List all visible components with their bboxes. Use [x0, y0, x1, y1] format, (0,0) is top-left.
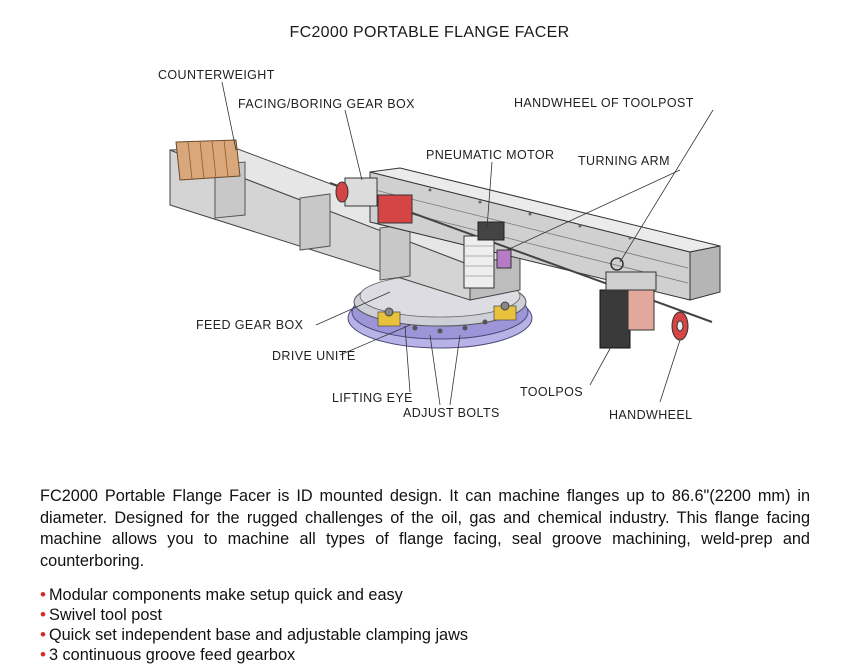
label-facing-gear-box: FACING/BORING GEAR BOX: [238, 97, 415, 111]
label-drive-unite: DRIVE UNITE: [272, 349, 356, 363]
pneumatic-motor: [463, 221, 512, 289]
label-counterweight: COUNTERWEIGHT: [158, 68, 275, 82]
list-item: •Modular components make setup quick and…: [40, 585, 403, 604]
label-turning-arm: TURNING ARM: [578, 154, 670, 168]
label-handwheel-toolpost: HANDWHEEL OF TOOLPOST: [514, 96, 694, 110]
leader-lines: [221, 81, 714, 406]
label-feed-gear-box: FEED GEAR BOX: [196, 318, 304, 332]
product-description: FC2000 Portable Flange Facer is ID mount…: [40, 487, 810, 570]
bullet-icon: •: [40, 605, 46, 624]
facing-gear-box: [335, 177, 413, 224]
page-title: FC2000 PORTABLE FLANGE FACER: [289, 24, 570, 41]
feature-list: •Modular components make setup quick and…: [40, 585, 468, 665]
bullet-icon: •: [40, 645, 46, 664]
tool-post: [599, 257, 689, 349]
label-handwheel: HANDWHEEL: [609, 408, 693, 422]
machine-illustration: [169, 81, 721, 406]
label-pneumatic-motor: PNEUMATIC MOTOR: [426, 148, 555, 162]
bullet-icon: •: [40, 585, 46, 604]
list-item: •3 continuous groove feed gearbox: [40, 645, 296, 664]
label-adjust-bolts: ADJUST BOLTS: [403, 406, 500, 420]
label-toolpos: TOOLPOS: [520, 385, 584, 399]
list-item: •Swivel tool post: [40, 605, 163, 624]
label-lifting-eye: LIFTING EYE: [332, 391, 413, 405]
list-item: •Quick set independent base and adjustab…: [40, 625, 469, 644]
bullet-icon: •: [40, 625, 46, 644]
